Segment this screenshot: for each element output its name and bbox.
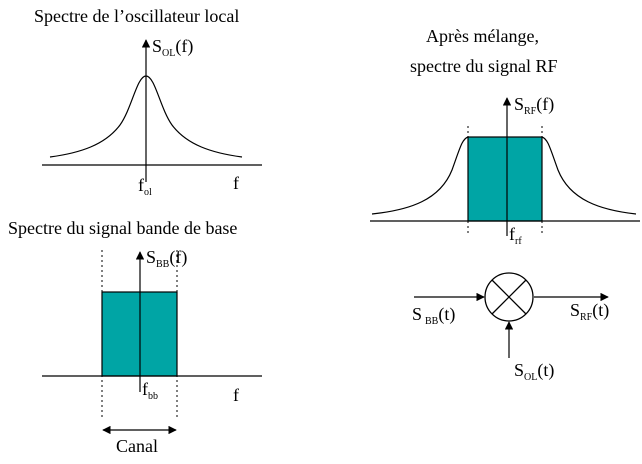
rf-channel-block xyxy=(467,136,543,222)
canal-label: Canal xyxy=(116,436,158,456)
rf-panel-title-line2: spectre du signal RF xyxy=(410,56,557,76)
baseband-spectrum-panel: Spectre du signal bande de base SBB(f) f… xyxy=(8,218,262,456)
rf-y-axis-label: SRF(f) xyxy=(514,94,554,117)
lo-spectrum-panel: Spectre de l’oscillateur local SOL(f) fo… xyxy=(34,6,262,198)
rf-panel-title-line1: Après mélange, xyxy=(426,26,539,46)
rf-right-skirt xyxy=(541,136,637,215)
rf-spectrum-panel: Après mélange, spectre du signal RF SRF(… xyxy=(370,26,640,247)
bb-panel-title: Spectre du signal bande de base xyxy=(8,218,237,238)
lo-lorentzian-curve xyxy=(49,75,243,158)
lo-y-axis-label: SOL(f) xyxy=(152,36,193,59)
mixer-output-label: SRF(t) xyxy=(570,300,609,323)
rf-left-skirt xyxy=(371,136,469,215)
mixer-cross-b xyxy=(491,279,527,315)
bb-axis-f-label: f xyxy=(233,385,239,405)
lo-peak-frequency-label: fol xyxy=(138,175,152,198)
bb-center-frequency-label: fbb xyxy=(142,379,158,402)
mixer-lo-label: SOL(t) xyxy=(514,360,554,383)
lo-axis-f-label: f xyxy=(233,173,239,193)
rf-center-frequency-label: frf xyxy=(509,224,522,247)
bb-y-axis-label: SBB(f) xyxy=(146,247,187,270)
lo-panel-title: Spectre de l’oscillateur local xyxy=(34,6,239,26)
